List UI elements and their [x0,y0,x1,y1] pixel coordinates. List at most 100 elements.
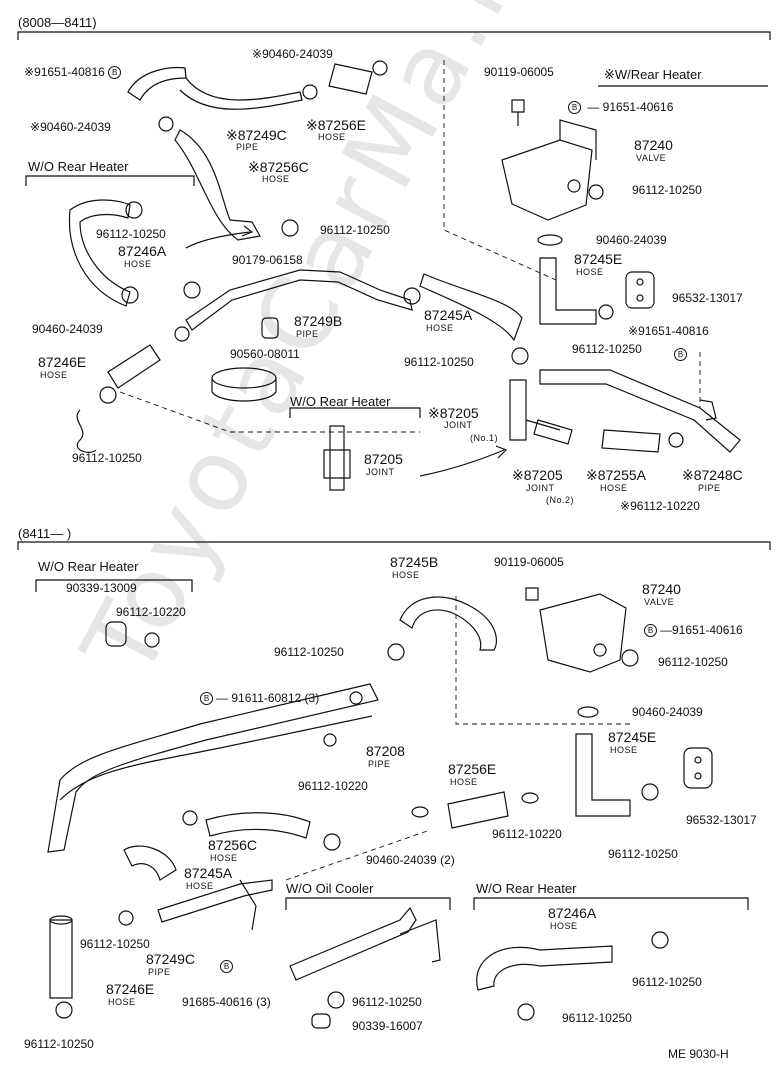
bottom-clamp-96112-g [517,931,669,1021]
label-87249b-pipe: PIPE [296,329,319,339]
label-90460-24039: ※90460-24039 [252,47,333,61]
bottom-pipe-87249c [157,879,273,931]
top-arrow-1 [185,231,251,249]
label-91611-60812: B— 91611-60812 (3) [200,692,319,706]
bottom-hose-87256c [205,812,311,839]
label-96112-10250-d: 96112-10250 [404,355,474,369]
bottom-grommet-96532 [683,747,713,789]
label-90460-24039-2: 90460-24039 (2) [366,853,455,867]
label-87205-no2-joint: JOINT [526,483,555,493]
label-87245e-hose: HOSE [576,267,604,277]
label-87205-no1-joint: JOINT [444,420,473,430]
label-87245a-b: 87245A [184,865,233,881]
wo-oil-cooler-bracket [285,897,451,910]
label-87249b: 87249B [294,313,343,329]
top-clamp-87256c [158,116,299,237]
label-87240-valve: VALVE [636,153,667,163]
label-90460-24039-b: ※90460-24039 [30,120,111,134]
top-clamp-96112-e [588,184,604,200]
label-96112-10250-ba: 96112-10250 [274,645,344,659]
label-87246a-b: 87246A [548,905,597,921]
label-96532-13017-b: 96532-13017 [686,813,757,827]
bottom-clamp-96112-b [621,649,639,667]
label-87249c: ※87249C [226,127,287,143]
label-87249c-b-pipe: PIPE [148,967,171,977]
label-90119-06005: 90119-06005 [484,65,554,79]
bottom-section-frame [17,541,771,550]
top-clamp-upper [302,60,388,100]
label-87246e-b-hose: HOSE [108,997,136,1007]
label-87246a-b-hose: HOSE [550,921,578,931]
top-clamp-90460-d [537,234,563,246]
top-arrow-2-head [495,445,508,459]
top-hose-87256c [174,129,261,241]
bottom-hose-87256e [447,791,509,829]
top-clamp-87246a [121,201,143,304]
header-wo-rear-heater-3: W/O Rear Heater [38,559,139,574]
label-96112-10250-bc: 96112-10250 [608,847,678,861]
top-hose-87246e [107,344,161,389]
top-clamp-96112-f [598,304,614,320]
bottom-hose-87246e [49,915,73,999]
label-90179-06158: 90179-06158 [232,253,303,267]
label-87246a-hose: HOSE [124,259,152,269]
bottom-hose-87246a [476,945,613,991]
label-87245e-b: 87245E [608,729,657,745]
bottom-hose-87245e [575,733,631,817]
top-clamp-87245a [403,287,529,365]
wo-rear-heater-bracket-1 [25,175,195,186]
label-87246e: 87246E [38,354,87,370]
label-90119-06005-b: 90119-06005 [494,555,564,569]
label-96112-10220-c: 96112-10220 [492,827,562,841]
label-87205-no1: ※87205 [428,405,479,421]
bottom-bolt-91611 [323,691,363,747]
top-arrow-2 [419,449,505,477]
label-87249c-pipe: PIPE [236,142,259,152]
label-87240-b-valve: VALVE [644,597,675,607]
wo-rear-heater-bracket-2 [289,407,421,418]
bottom-clamp-96112-c [641,783,659,801]
label-87205-joint: JOINT [366,467,395,477]
label-90560-08011: 90560-08011 [230,347,300,361]
label-91651-40616-b: B—91651-40616 [644,624,743,638]
top-hose-87255a [601,429,661,453]
label-87245a: 87245A [424,307,473,323]
bottom-clamp-90460 [577,706,599,718]
label-90339-16007: 90339-16007 [352,1019,423,1033]
label-87256c-b-hose: HOSE [210,853,238,863]
label-87245b: 87245B [390,554,439,570]
top-grommet [183,281,279,339]
label-96112-10250-f: 96112-10250 [572,342,642,356]
top-hose-87245e [539,257,597,325]
label-87245e-b-hose: HOSE [610,745,638,755]
label-87205-no2: ※87205 [512,467,563,483]
label-90460-24039-c: 90460-24039 [32,322,103,336]
label-87245a-b-hose: HOSE [186,881,214,891]
label-96112-10250-b: 96112-10250 [320,223,390,237]
label-96112-10220: ※96112-10220 [620,499,700,513]
label-87245e: 87245E [574,251,623,267]
bottom-plug-90339-16007 [311,1013,331,1029]
label-91685-40616: 91685-40616 (3) [182,995,271,1009]
bottom-plug-90339-13009 [105,621,160,648]
bottom-clamp-96112-e [55,1001,73,1019]
label-96112-10220-a: 96112-10220 [116,605,186,619]
top-dashed [119,60,701,433]
label-87256c: ※87256C [248,159,309,175]
label-87246e-b: 87246E [106,981,155,997]
label-87248c-pipe: PIPE [698,483,721,493]
bottom-clamp-90460-2 [411,792,539,818]
bottom-clamp-96112-f [327,991,345,1009]
label-96112-10220-b: 96112-10220 [298,779,368,793]
top-clamp-96112-10220 [668,432,684,448]
label-b-circle-top: B [674,348,690,362]
top-bolt-90119 [511,99,525,126]
top-leader-wiggle [76,409,97,453]
bottom-dashed [285,596,634,881]
label-91651-40816-b: ※91651-40816 [628,324,709,338]
top-range-label: (8008—8411) [18,15,97,30]
label-87240-b: 87240 [642,581,681,597]
label-91651-40816: ※91651-40816 B [24,66,124,80]
bottom-oil-cooler-pipe [289,906,441,981]
